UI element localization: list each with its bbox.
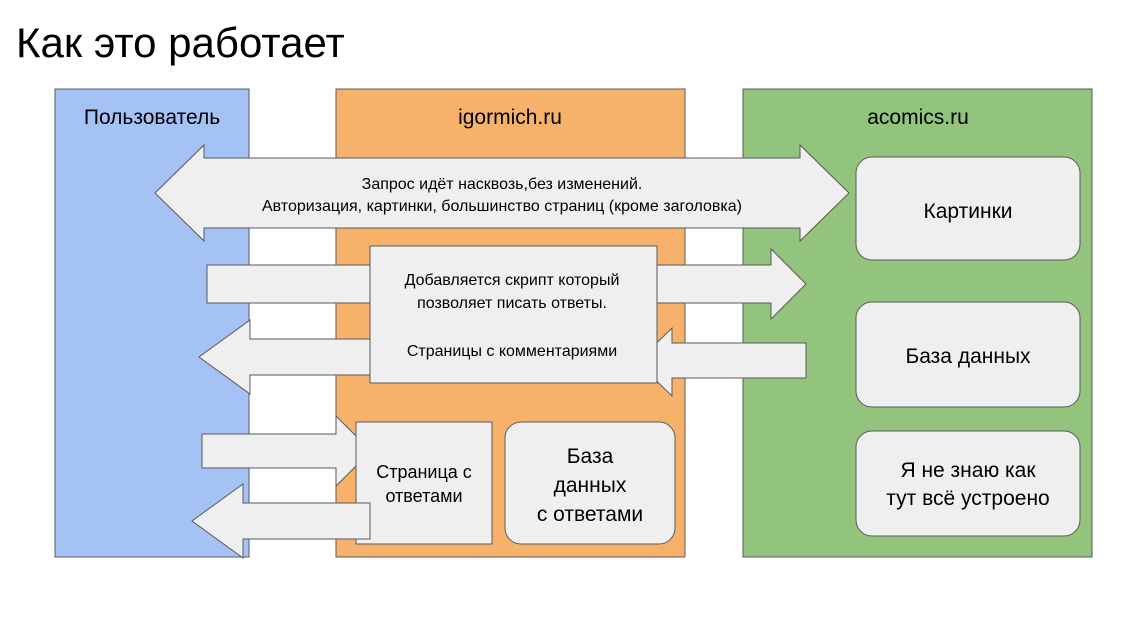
answers-page-line1: Страница с [376,462,472,482]
answers-db-line1: База [567,445,614,468]
script-box [369,245,658,384]
user-column-label: Пользователь [84,106,220,129]
answers-db-line2: данных [554,474,627,497]
database-box [855,301,1081,408]
answers-db-box [504,421,676,545]
unknown-line2: тут всё устроено [886,487,1049,510]
unknown-box [855,430,1081,537]
comments-text: Страницы с комментариями [407,343,617,360]
answers-right-arrow [201,414,372,488]
images-box [855,156,1081,261]
unknown-line1: Я не знаю как [900,459,1036,482]
passthrough-text-line1: Запрос идёт насквозь,без изменений. [362,176,643,193]
to-user-left-arrow [198,319,371,395]
answers-page-line2: ответами [385,486,462,506]
answers-db-line3: с ответами [537,503,643,526]
passthrough-double-arrow [154,143,850,243]
script-text-line1: Добавляется скрипт который [405,272,620,289]
slide-title: Как это работает [16,19,345,66]
script-text-line2: позволяет писать ответы. [417,295,607,312]
database-label: База данных [905,345,1031,368]
answers-page-box [355,421,493,545]
origin-column-label: acomics.ru [867,106,969,129]
answers-left-arrow [191,483,371,559]
passthrough-text-line2: Авторизация, картинки, большинство стран… [262,198,742,215]
proxy-column-label: igormich.ru [458,106,562,129]
images-label: Картинки [924,200,1013,223]
